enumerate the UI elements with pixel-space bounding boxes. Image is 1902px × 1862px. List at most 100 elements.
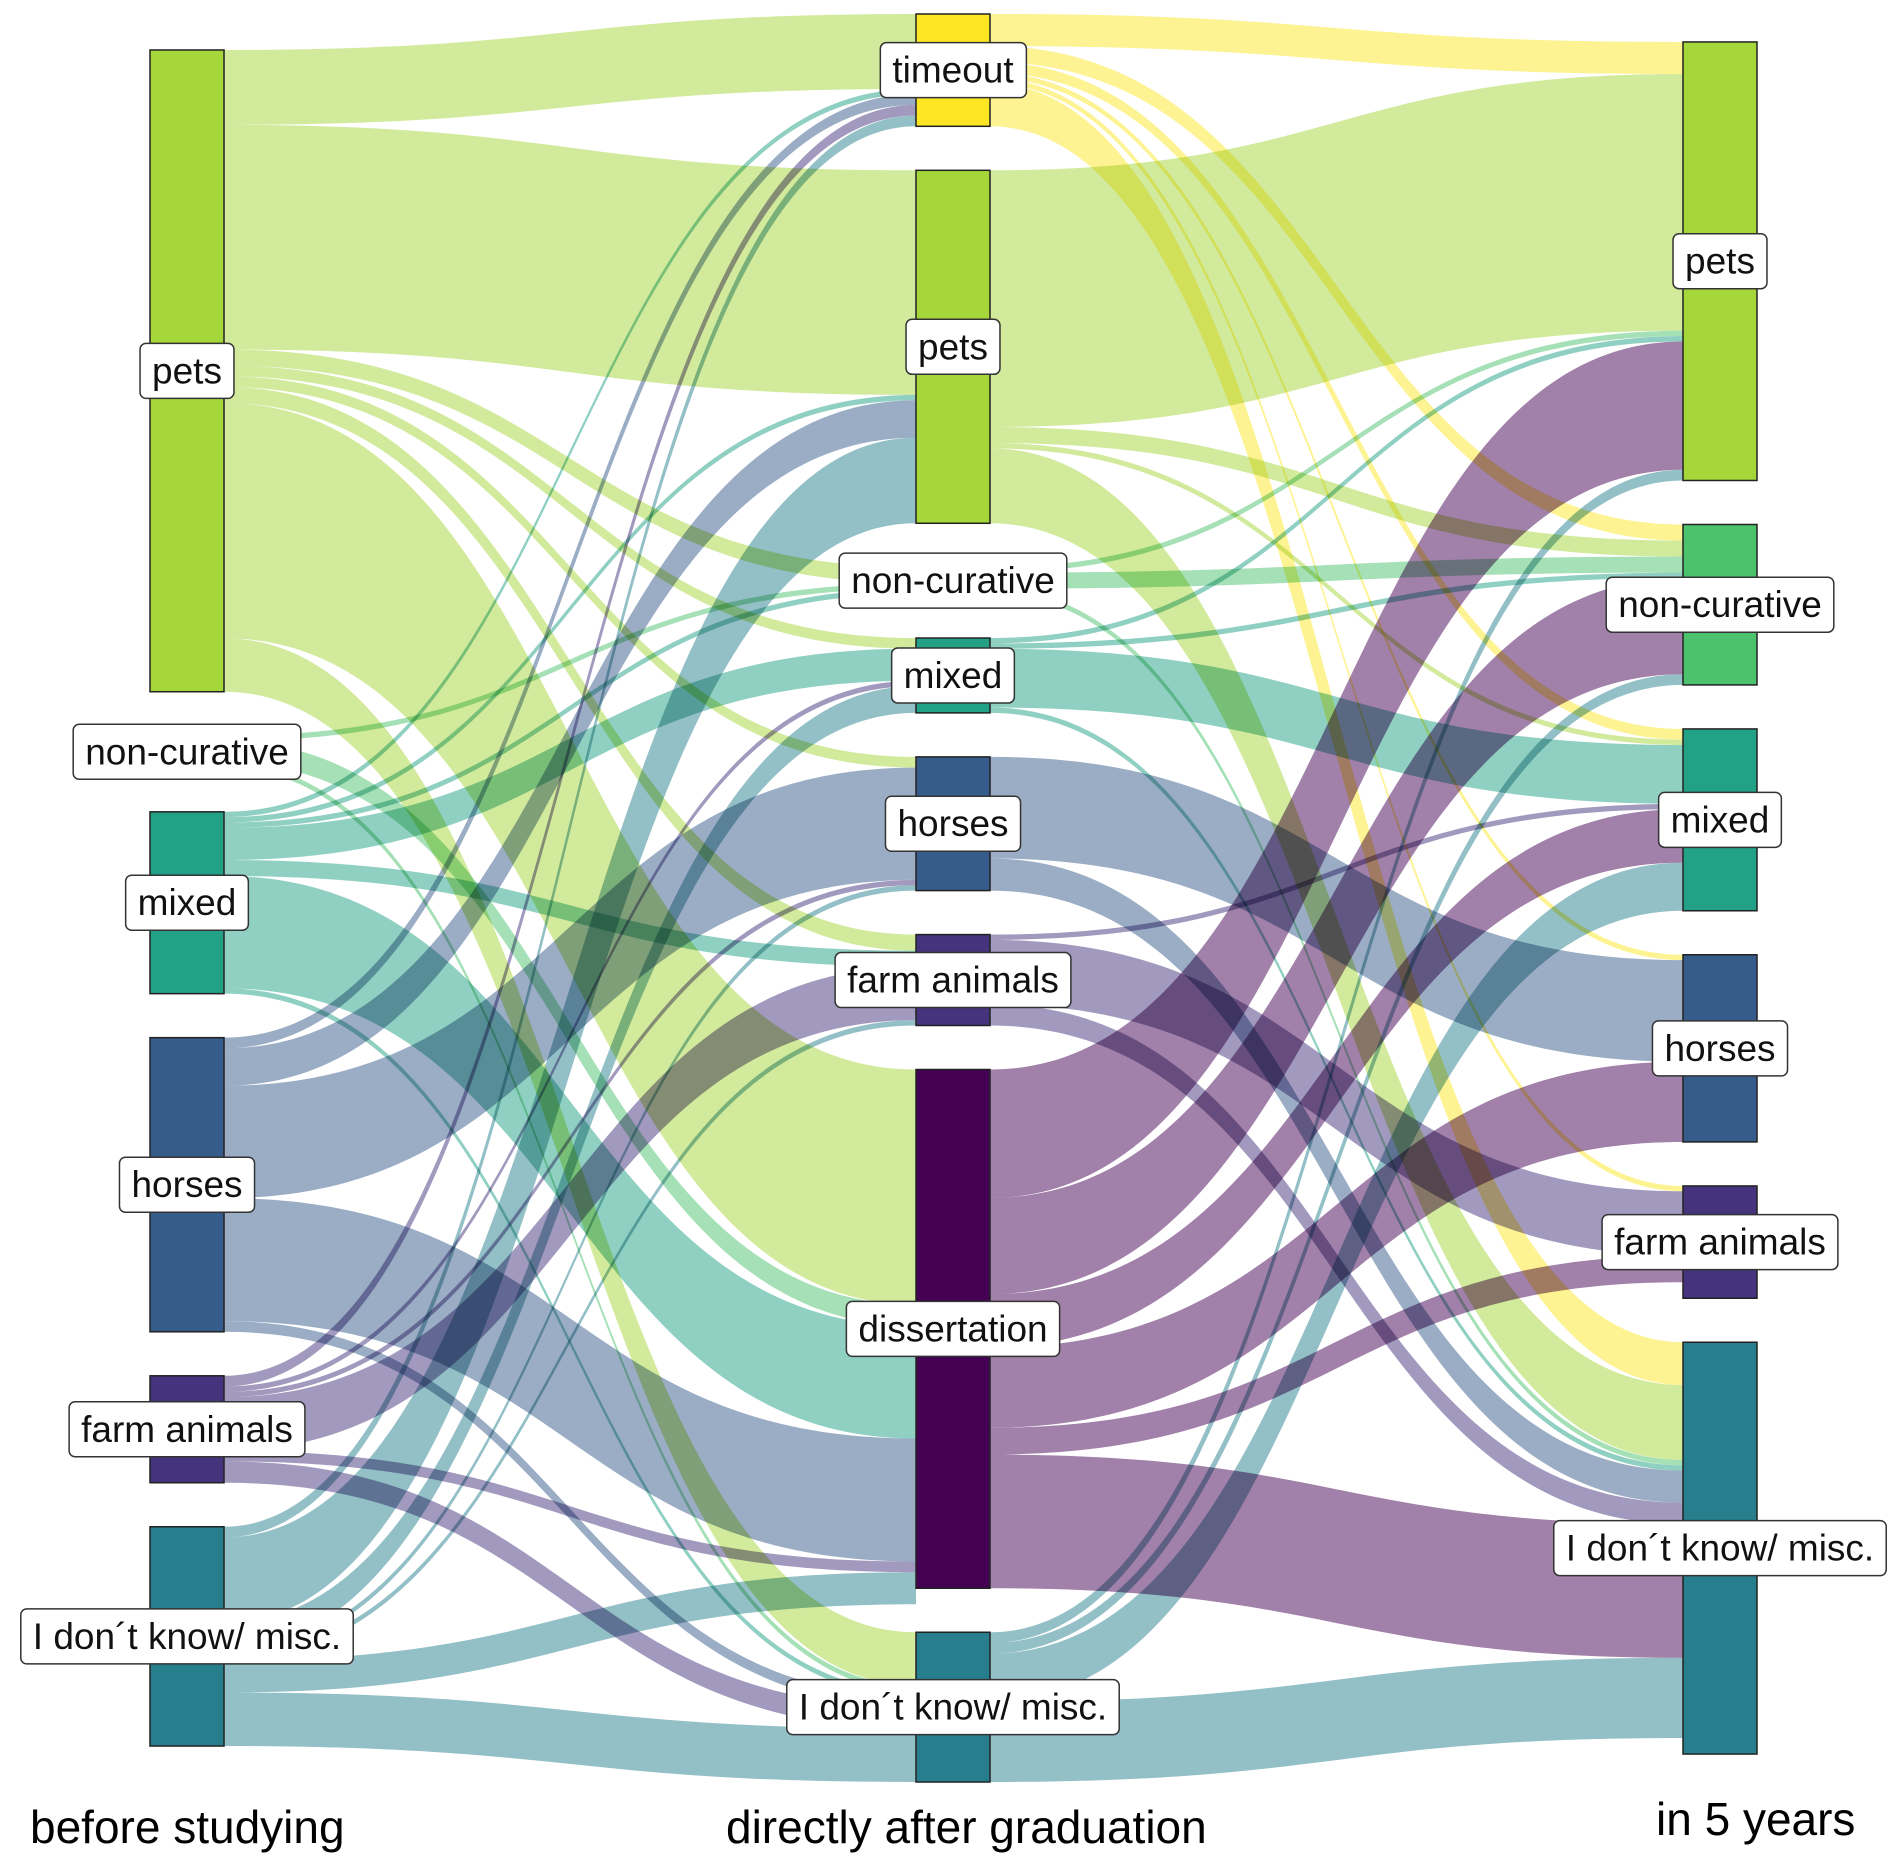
flow-g-noncur-to-f-idk xyxy=(990,588,1683,1466)
node-label-text-b-mixed: mixed xyxy=(138,882,237,923)
node-label-text-g-diss: dissertation xyxy=(858,1308,1047,1349)
node-label-box-g-noncur xyxy=(838,552,1068,609)
stage-label-after-graduation: directly after graduation xyxy=(726,1801,1207,1853)
flows-layer xyxy=(224,14,1683,1782)
node-label-f-noncur: non-curative xyxy=(1605,576,1835,633)
flow-b-pets-to-g-pets xyxy=(224,124,916,395)
flow-g-noncur-to-f-noncur xyxy=(990,556,1683,589)
node-label-text-f-idk: I don´t know/ misc. xyxy=(1566,1528,1874,1569)
flow-b-pets-to-g-farm xyxy=(224,386,916,951)
node-label-box-b-mixed xyxy=(124,874,250,931)
node-label-text-g-idk: I don´t know/ misc. xyxy=(799,1687,1107,1728)
flow-g-diss-to-f-noncur xyxy=(990,577,1683,1295)
node-label-f-farm: farm animals xyxy=(1601,1213,1839,1271)
node-label-text-g-mixed: mixed xyxy=(904,655,1003,696)
flow-g-diss-to-f-farm xyxy=(990,1255,1683,1455)
flow-g-noncur-to-f-pets xyxy=(990,330,1683,573)
node-label-box-b-idk xyxy=(20,1608,354,1665)
node-label-text-g-farm: farm animals xyxy=(847,960,1059,1001)
node-label-box-f-farm xyxy=(1601,1213,1839,1271)
node-label-text-g-noncur: non-curative xyxy=(851,560,1055,601)
flow-g-timeout-to-f-horses xyxy=(990,72,1683,961)
flow-b-idk-to-g-farm xyxy=(224,1020,916,1661)
node-label-box-b-horses xyxy=(118,1156,256,1213)
flow-b-horses-to-g-diss xyxy=(224,1198,916,1562)
flow-g-farm-to-f-mixed xyxy=(990,803,1683,940)
node-label-box-b-pets xyxy=(139,342,235,400)
flow-b-noncur-to-g-noncur xyxy=(224,583,916,742)
flow-g-pets-to-f-pets xyxy=(990,74,1683,428)
node-label-box-g-timeout xyxy=(879,41,1028,99)
flow-b-idk-to-g-mixed xyxy=(224,686,916,1650)
node-label-text-g-timeout: timeout xyxy=(892,50,1014,91)
node-label-text-b-noncur: non-curative xyxy=(85,731,289,772)
node-label-text-g-pets: pets xyxy=(918,326,988,367)
flow-b-farm-to-g-timeout xyxy=(224,104,916,1387)
flow-g-diss-to-f-horses xyxy=(990,1061,1683,1428)
node-label-text-b-farm: farm animals xyxy=(81,1409,293,1450)
flow-g-horses-to-f-idk xyxy=(990,858,1683,1503)
node-label-text-b-idk: I don´t know/ misc. xyxy=(33,1616,341,1657)
node-label-g-mixed: mixed xyxy=(890,647,1016,704)
flow-g-mixed-to-f-pets xyxy=(990,336,1683,644)
node-label-b-idk: I don´t know/ misc. xyxy=(20,1608,354,1665)
flow-b-horses-to-g-timeout xyxy=(224,94,916,1049)
node-label-box-g-mixed xyxy=(890,647,1016,704)
flow-b-mixed-to-g-pets xyxy=(224,394,916,823)
flow-g-idk-to-f-pets xyxy=(990,469,1683,1643)
flow-g-idk-to-f-noncur xyxy=(990,674,1683,1654)
flow-g-diss-to-f-pets xyxy=(990,341,1683,1198)
node-label-f-pets: pets xyxy=(1672,232,1768,290)
flow-b-horses-to-g-horses xyxy=(224,767,916,1199)
node-label-box-f-pets xyxy=(1672,232,1768,290)
node-label-g-idk: I don´t know/ misc. xyxy=(786,1678,1120,1736)
node-label-text-g-horses: horses xyxy=(897,803,1008,844)
node-label-g-farm: farm animals xyxy=(834,951,1072,1009)
node-label-box-g-diss xyxy=(845,1300,1061,1358)
node-label-box-g-farm xyxy=(834,951,1072,1009)
flow-g-pets-to-f-mixed xyxy=(990,443,1683,745)
node-label-box-f-horses xyxy=(1651,1020,1789,1077)
flow-g-timeout-to-f-pets xyxy=(990,14,1683,75)
flow-b-idk-to-g-idk xyxy=(224,1692,916,1782)
node-label-text-b-pets: pets xyxy=(152,350,222,391)
flow-g-idk-to-f-mixed xyxy=(990,862,1683,1702)
node-label-g-pets: pets xyxy=(905,318,1001,376)
flow-b-pets-to-g-diss xyxy=(224,402,916,1305)
flow-b-idk-to-g-timeout xyxy=(224,115,916,1538)
flow-g-mixed-to-f-noncur xyxy=(990,572,1683,649)
node-label-box-f-idk xyxy=(1553,1519,1887,1577)
node-label-f-idk: I don´t know/ misc. xyxy=(1553,1519,1887,1577)
node-label-g-noncur: non-curative xyxy=(838,552,1068,609)
flow-b-mixed-to-g-farm xyxy=(224,859,916,967)
node-label-b-horses: horses xyxy=(118,1156,256,1213)
flow-b-idk-to-g-pets xyxy=(224,437,916,1624)
flow-b-farm-to-g-idk xyxy=(224,1461,916,1729)
node-label-b-farm: farm animals xyxy=(68,1401,306,1458)
stage-label-before-studying: before studying xyxy=(30,1801,345,1853)
flow-g-diss-to-f-idk xyxy=(990,1454,1683,1658)
node-label-b-pets: pets xyxy=(139,342,235,400)
flow-b-pets-to-g-mixed xyxy=(224,365,916,649)
flow-b-idk-to-g-diss xyxy=(224,1572,916,1693)
node-label-box-g-horses xyxy=(884,795,1022,852)
flow-g-idk-to-f-idk xyxy=(990,1657,1683,1782)
node-label-text-f-farm: farm animals xyxy=(1614,1222,1826,1263)
node-label-box-f-mixed xyxy=(1657,791,1783,849)
stage-label-in-5-years: in 5 years xyxy=(1656,1793,1856,1845)
node-label-g-horses: horses xyxy=(884,795,1022,852)
flow-b-idk-to-g-horses xyxy=(224,885,916,1656)
node-labels-layer: pets non-curative mixed horses farm animalsI… xyxy=(20,41,1887,1736)
node-label-b-noncur: non-curative xyxy=(72,723,302,781)
node-label-box-g-pets xyxy=(905,318,1001,376)
node-label-b-mixed: mixed xyxy=(124,874,250,931)
node-label-box-b-farm xyxy=(68,1401,306,1458)
node-label-f-horses: horses xyxy=(1651,1020,1789,1077)
node-label-f-mixed: mixed xyxy=(1657,791,1783,849)
node-label-box-f-noncur xyxy=(1605,576,1835,633)
node-label-g-timeout: timeout xyxy=(879,41,1028,99)
node-label-box-b-noncur xyxy=(72,723,302,781)
flow-b-farm-to-g-diss xyxy=(224,1450,916,1573)
flow-b-pets-to-g-noncur xyxy=(224,349,916,584)
